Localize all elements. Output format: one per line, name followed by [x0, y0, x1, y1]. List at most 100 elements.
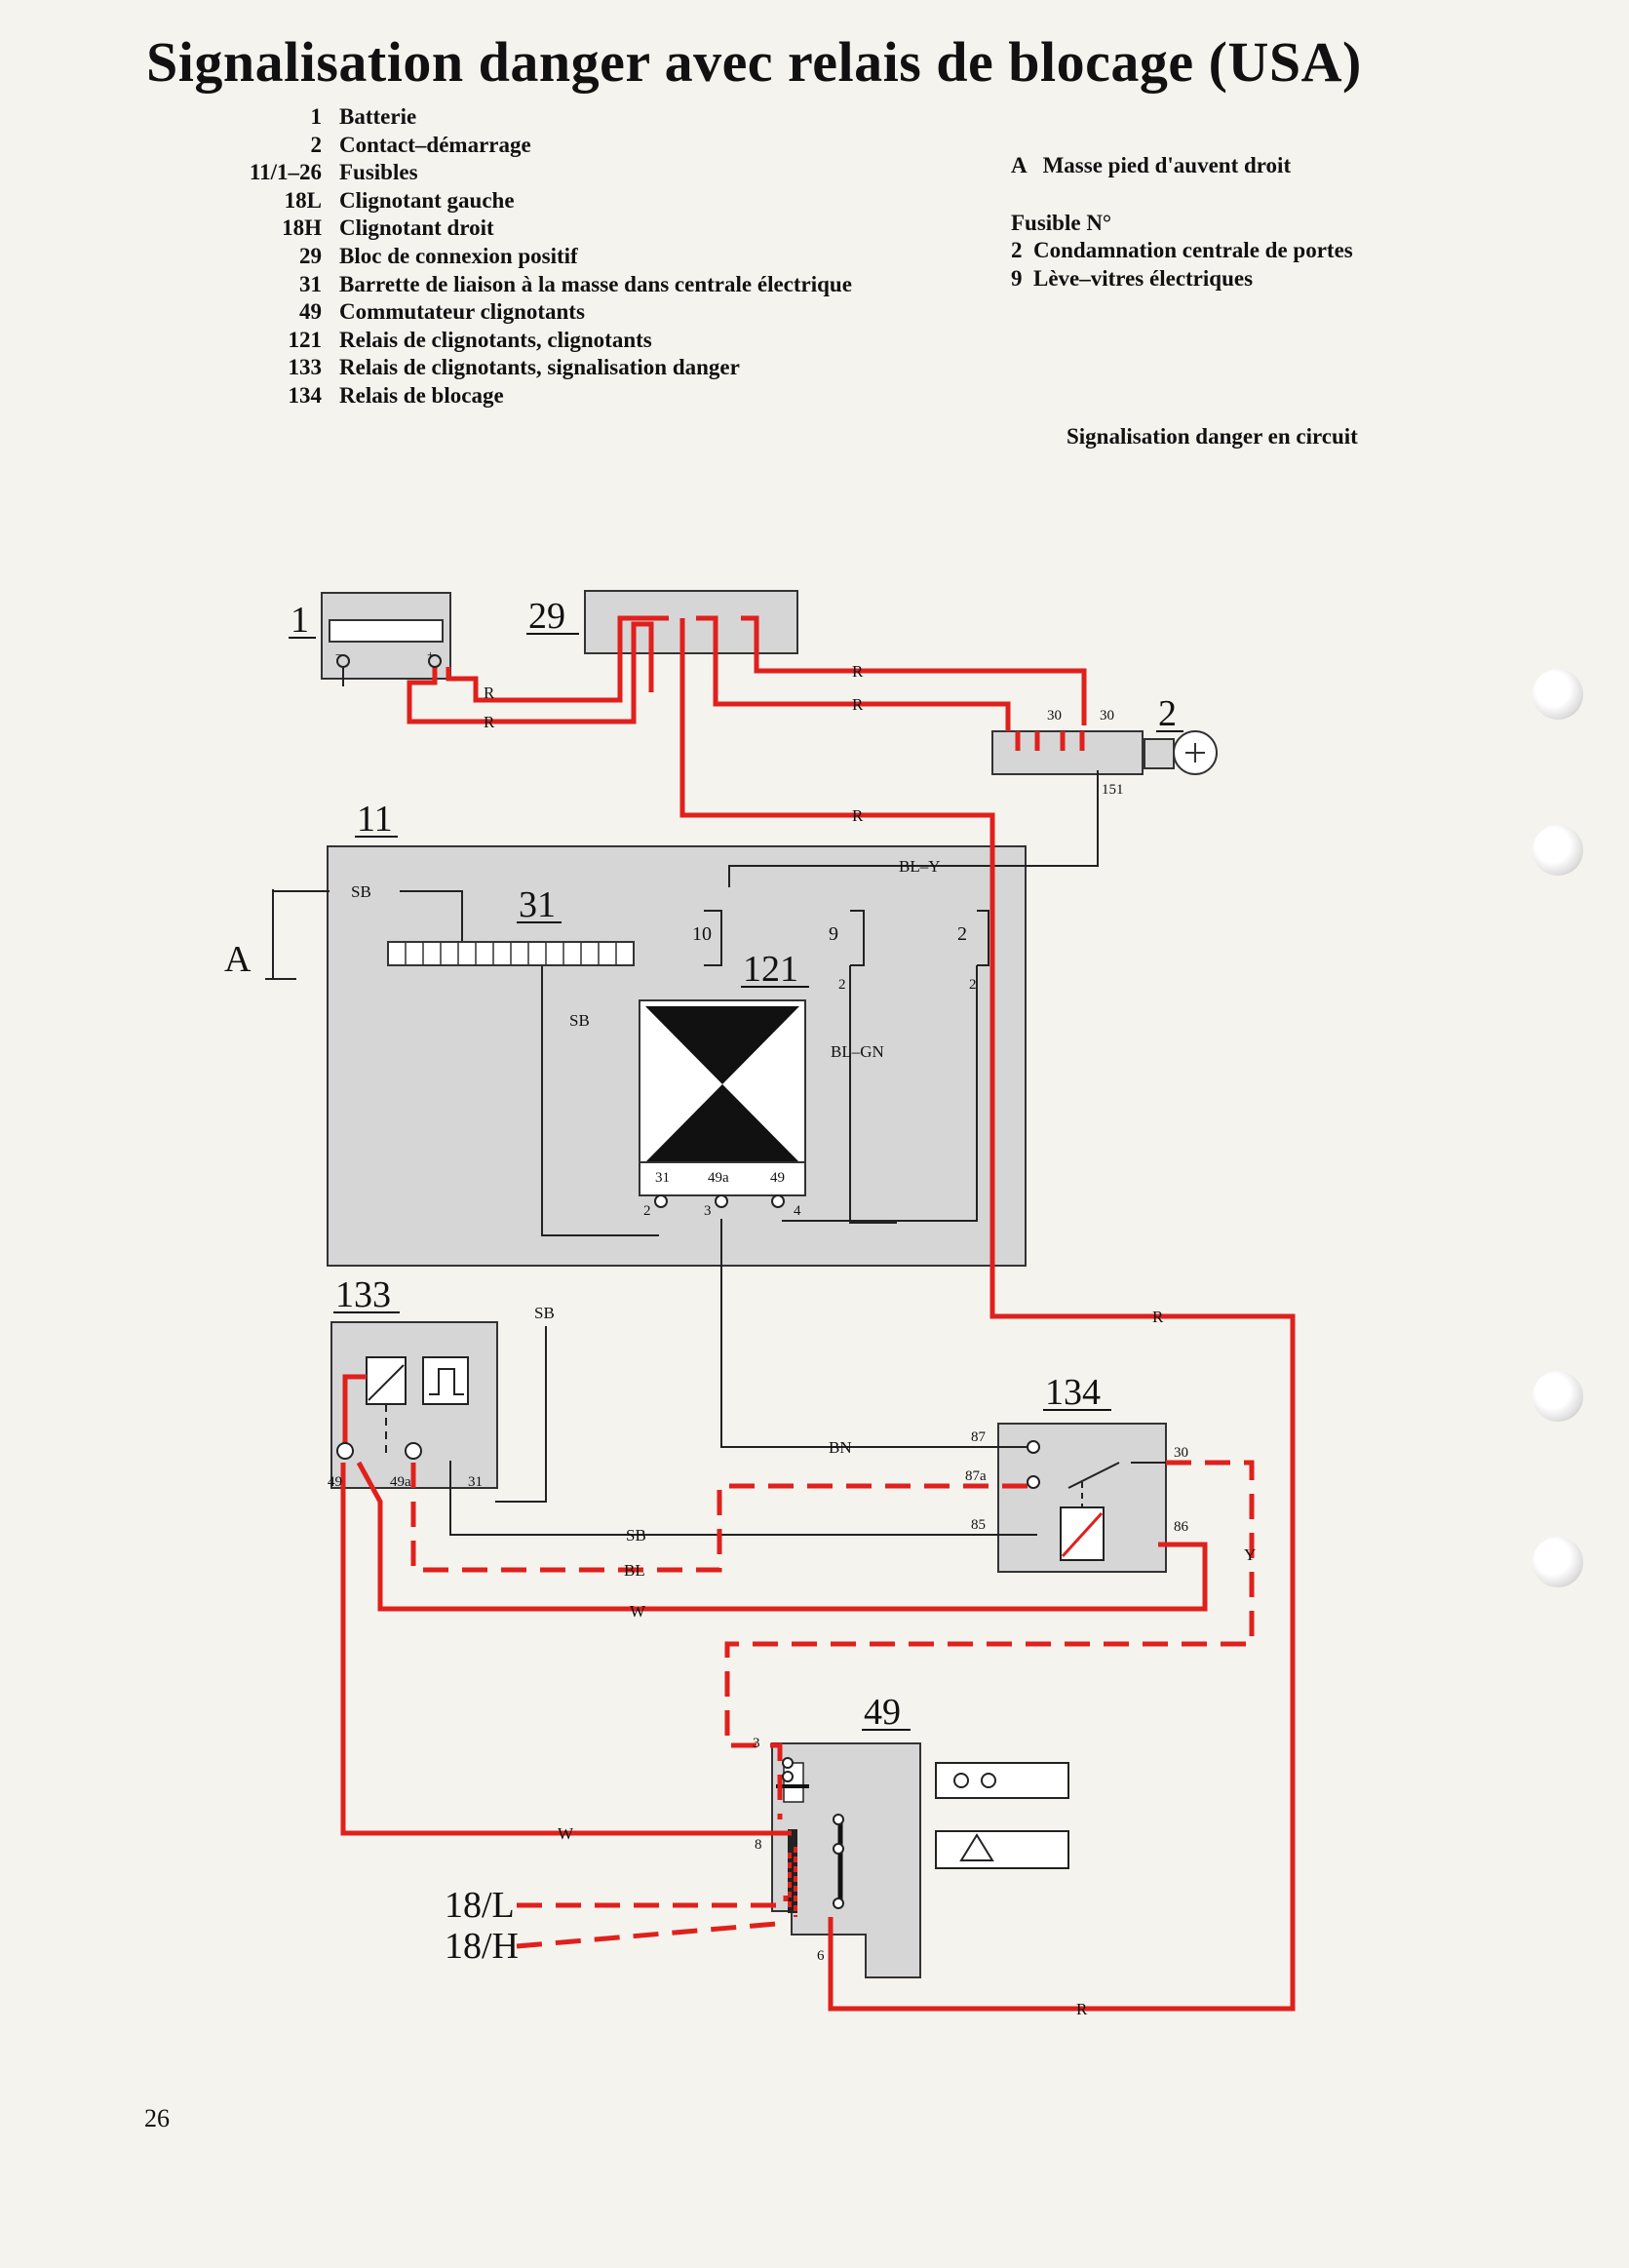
terminal-label: 30	[1100, 708, 1114, 723]
wire-label: SB	[534, 1304, 555, 1322]
wire-label: BN	[829, 1438, 852, 1457]
terminal-label: 49	[328, 1474, 342, 1490]
legend-item: 18H Clignotant droit	[195, 215, 852, 243]
terminal-label: 10	[692, 923, 712, 945]
posblock-label: 29	[528, 596, 565, 637]
fuse-connector	[977, 910, 989, 966]
legend-item: 133 Relais de clignotants, signalisation …	[195, 354, 852, 382]
terminal-label: 30	[1047, 708, 1062, 723]
legend-item: 49 Commutateur clignotants	[195, 298, 852, 327]
flasher-symbol	[645, 1006, 799, 1162]
fusebox-label: 11	[357, 799, 393, 840]
legend-text: Contact–démarrage	[339, 132, 531, 157]
binder-hole	[1532, 825, 1583, 876]
terminal-label: 3	[704, 1203, 712, 1219]
page-number: 26	[144, 2104, 170, 2132]
switch-box	[771, 1742, 921, 1978]
posblock-box	[584, 590, 798, 654]
legend-number: 133	[288, 355, 323, 380]
hazard-relay-label: 133	[335, 1274, 391, 1315]
binder-hole	[1532, 1371, 1583, 1422]
terminal-label: 2	[969, 977, 977, 993]
flasher-label: 121	[743, 949, 798, 990]
block-relay-label: 134	[1045, 1372, 1101, 1413]
notes-panel: A Masse pied d'auvent droit Fusible N° 2…	[1011, 152, 1353, 293]
wire-label: R	[852, 662, 864, 681]
legend-number: 134	[288, 382, 323, 408]
ground-bar-label: 31	[519, 884, 556, 925]
legend-number: 18H	[282, 215, 322, 241]
terminal-label: 2	[643, 1203, 651, 1219]
terminal-label: 49a	[390, 1474, 411, 1490]
legend-item: 31 Barrette de liaison à la masse dans ce…	[195, 271, 852, 299]
ignition-body	[991, 730, 1144, 775]
legend-text: Clignotant gauche	[339, 187, 515, 213]
legend-number: 31	[299, 271, 322, 296]
wire-label: R	[484, 713, 495, 731]
wire-label: BL–GN	[831, 1042, 884, 1061]
terminal-label: 30	[1174, 1445, 1188, 1461]
legend-number: 121	[288, 327, 323, 352]
wire-label: R	[852, 695, 864, 714]
legend-text: Fusibles	[339, 160, 418, 185]
battery-label: 1	[291, 600, 309, 641]
legend-text: Bloc de connexion positif	[339, 243, 578, 268]
component-legend: 1 Batterie 2 Contact–démarrage 11/1–26 Fusi…	[195, 103, 852, 411]
terminal-label: 86	[1174, 1519, 1189, 1535]
legend-item: 11/1–26 Fusibles	[195, 159, 852, 187]
terminal-label: 151	[1102, 782, 1124, 798]
legend-text: Relais de blocage	[339, 382, 504, 408]
legend-number: 18L	[284, 187, 322, 213]
terminal-label: 8	[755, 1837, 762, 1853]
legend-text: Commutateur clignotants	[339, 299, 585, 325]
legend-number: 11/1–26	[249, 160, 322, 185]
legend-text: Relais de clignotants, signalisation dan…	[339, 355, 740, 380]
legend-number: 1	[310, 104, 323, 129]
battery-terminal-icon	[336, 654, 442, 686]
terminal-label: 87a	[965, 1468, 987, 1484]
left-lamp-label: 18/L	[445, 1885, 515, 1926]
hazard-relay-box	[330, 1321, 498, 1489]
legend-number: 49	[299, 299, 322, 325]
ground-label: A	[224, 939, 252, 980]
ground-note: A Masse pied d'auvent droit	[1011, 153, 1292, 177]
terminal-label: 2	[957, 923, 967, 945]
terminal-label: 9	[829, 923, 838, 945]
wire-label: BL–Y	[899, 857, 941, 876]
ignition-connector	[1144, 738, 1175, 769]
page-title: Signalisation danger avec relais de bloc…	[146, 30, 1362, 94]
terminal-label: 49a	[708, 1170, 729, 1186]
legend-text: Batterie	[339, 104, 417, 129]
wire-label: SB	[569, 1011, 590, 1030]
status-caption: Signalisation danger en circuit	[1067, 424, 1358, 449]
wire-label: BL	[624, 1561, 645, 1580]
ignition-label: 2	[1158, 693, 1177, 734]
terminal-label: 87	[971, 1429, 987, 1445]
svg-text:−: −	[335, 647, 342, 662]
legend-text: Barrette de liaison à la masse dans cent…	[339, 271, 852, 296]
terminal-label: 6	[817, 1948, 825, 1964]
terminal-label: 31	[655, 1170, 670, 1186]
legend-item: 134 Relais de blocage	[195, 382, 852, 411]
fuse-connector	[704, 910, 722, 966]
terminal-label: 31	[468, 1474, 483, 1490]
legend-item: 1 Batterie	[195, 103, 852, 132]
wire-label: W	[630, 1602, 646, 1621]
switch-label: 49	[864, 1692, 901, 1733]
legend-number: 2	[310, 132, 323, 157]
hazard-triangle-icon	[959, 1833, 994, 1861]
legend-text: Relais de clignotants, clignotants	[339, 327, 652, 352]
hazard-button	[935, 1830, 1069, 1869]
legend-item: 121 Relais de clignotants, clignotants	[195, 327, 852, 355]
battery-cell	[329, 619, 444, 643]
binder-hole	[1532, 669, 1583, 720]
wire-label: Y	[1244, 1545, 1256, 1564]
legend-text: Clignotant droit	[339, 215, 494, 241]
terminal-label: 3	[753, 1736, 760, 1751]
legend-item: 18L Clignotant gauche	[195, 187, 852, 215]
svg-text:+: +	[427, 647, 434, 662]
wire-label: R	[1152, 1308, 1164, 1326]
wire-label: W	[558, 1824, 574, 1843]
